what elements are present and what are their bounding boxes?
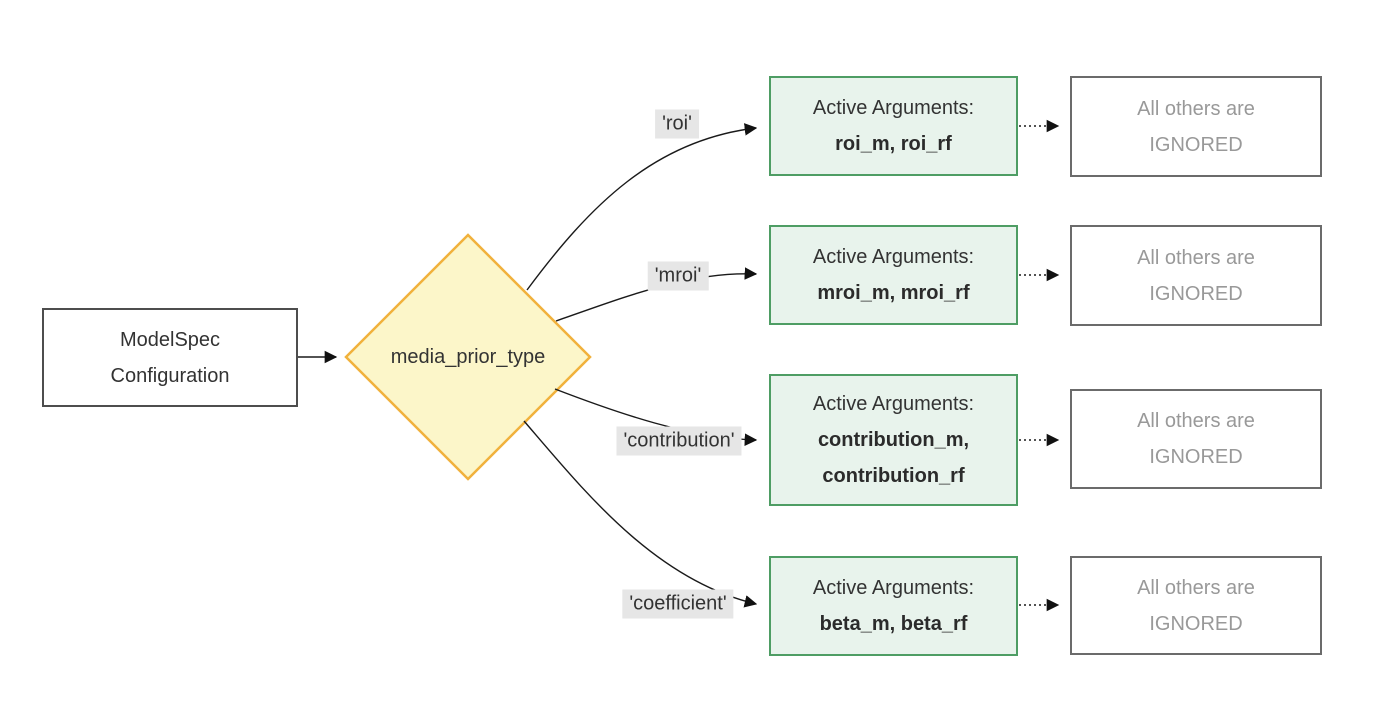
active-arguments-values: contribution_m, contribution_rf	[817, 429, 970, 487]
condition-chip-roi: 'roi'	[655, 109, 699, 139]
ignored-box-contribution: All others are IGNORED	[1070, 389, 1322, 489]
ignored-box-roi: All others are IGNORED	[1070, 76, 1322, 177]
active-arguments-box-contribution: Active Arguments: contribution_m, contri…	[769, 374, 1018, 506]
active-arguments-values: mroi_m, mroi_rf	[817, 282, 970, 304]
condition-chip-coefficient: 'coefficient'	[622, 589, 734, 619]
active-arguments-heading: Active Arguments:	[812, 393, 975, 415]
modelspec-configuration-node: ModelSpec Configuration	[42, 308, 298, 407]
active-arguments-heading: Active Arguments:	[812, 246, 975, 268]
active-arguments-heading: Active Arguments:	[812, 577, 975, 599]
active-arguments-values: roi_m, roi_rf	[835, 133, 952, 155]
active-arguments-heading: Active Arguments:	[812, 97, 975, 119]
decision-node-label: media_prior_type	[390, 345, 546, 368]
condition-chip-mroi: 'mroi'	[647, 261, 709, 291]
active-arguments-values: beta_m, beta_rf	[819, 613, 968, 635]
active-arguments-box-coefficient: Active Arguments: beta_m, beta_rf	[769, 556, 1018, 656]
ignored-box-coefficient: All others are IGNORED	[1070, 556, 1322, 655]
active-arguments-box-roi: Active Arguments: roi_m, roi_rf	[769, 76, 1018, 176]
active-arguments-box-mroi: Active Arguments: mroi_m, mroi_rf	[769, 225, 1018, 325]
ignored-box-mroi: All others are IGNORED	[1070, 225, 1322, 326]
edge-branch-roi	[526, 123, 758, 291]
condition-chip-contribution: 'contribution'	[616, 426, 742, 456]
decision-diamond	[344, 233, 592, 481]
